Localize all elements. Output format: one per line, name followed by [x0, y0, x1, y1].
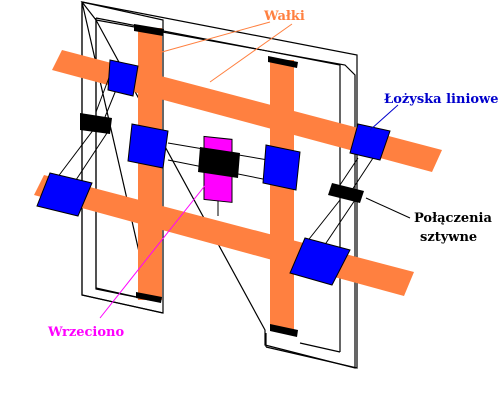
bearing-bottom-left — [36, 172, 93, 217]
connector-left — [80, 113, 112, 134]
label-rigid-connections-line2: sztywne — [420, 230, 477, 245]
bearing-top-left — [107, 59, 139, 97]
bearing-center-right — [262, 144, 301, 191]
bearings — [36, 59, 391, 286]
cap-left-bottom — [136, 292, 162, 303]
bearing-bottom-right — [289, 237, 351, 286]
cap-right-top — [268, 56, 298, 68]
cap-right-bottom — [270, 324, 298, 337]
label-linear-bearings: Łożyska liniowe — [384, 92, 499, 107]
bearing-right — [349, 123, 391, 161]
leader-lines — [99, 21, 411, 319]
connectors — [80, 24, 364, 337]
cap-left-top — [134, 24, 164, 36]
label-shafts: Wałki — [263, 9, 305, 24]
connector-right — [328, 183, 364, 203]
connector-center — [198, 147, 240, 178]
label-spindle: Wrzeciono — [47, 325, 124, 340]
bearing-center-left — [127, 123, 169, 169]
shaft-right-vertical — [270, 60, 294, 330]
label-rigid-connections-line1: Połączenia — [414, 211, 492, 226]
